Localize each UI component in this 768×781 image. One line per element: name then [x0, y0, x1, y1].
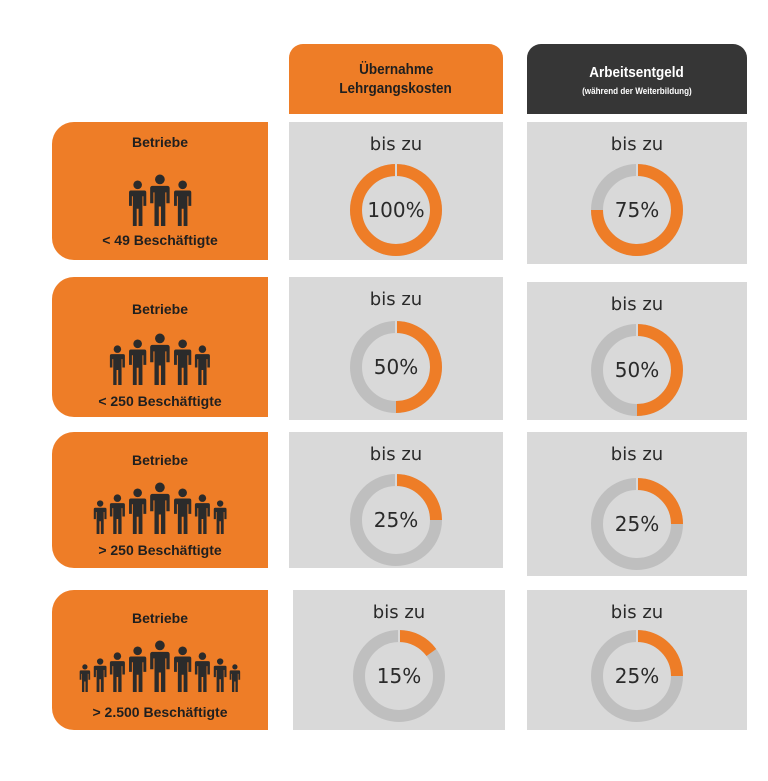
row-label-4: Betriebe > 2.500 Beschäftigte — [52, 590, 268, 730]
donut-chart: 25% — [589, 628, 685, 724]
header-arbeitsentgeld-subtitle: (während der Weiterbildung) — [582, 85, 692, 96]
person-icon — [128, 339, 147, 385]
person-icon — [128, 180, 147, 226]
person-icon — [150, 482, 170, 534]
people-icon-group — [52, 329, 268, 385]
donut-chart: 50% — [348, 319, 444, 415]
person-icon — [173, 488, 192, 534]
cell-prefix: bis zu — [369, 444, 423, 465]
donut-percent-label: 25% — [614, 664, 660, 688]
person-icon — [195, 345, 211, 385]
donut-value-arc — [636, 478, 683, 525]
donut-value-arc — [395, 474, 442, 521]
row-label-size: < 49 Beschäftigte — [102, 232, 218, 248]
cell-prefix: bis zu — [369, 289, 423, 310]
cell-wage-row2: bis zu 50% — [527, 282, 747, 420]
header-lehrgangskosten-line1: Übernahme — [358, 61, 434, 78]
person-icon — [150, 333, 170, 385]
person-icon — [173, 180, 192, 226]
donut-chart: 25% — [348, 472, 444, 568]
header-lehrgangskosten-line2: Lehrgangskosten — [339, 80, 453, 97]
row-label-betriebe: Betriebe — [131, 452, 189, 468]
cell-prefix: bis zu — [610, 134, 664, 155]
person-icon — [173, 339, 192, 385]
cell-cost-row2: bis zu 50% — [289, 277, 503, 420]
row-label-2: Betriebe < 250 Beschäftigte — [52, 277, 268, 417]
donut-value-arc — [636, 324, 683, 416]
row-label-size: < 250 Beschäftigte — [98, 393, 222, 409]
person-icon — [109, 494, 125, 534]
donut-svg — [353, 630, 445, 722]
cell-prefix: bis zu — [372, 602, 426, 623]
person-icon — [213, 500, 227, 534]
donut-percent-label: 15% — [376, 664, 422, 688]
donut-percent-label: 100% — [367, 198, 425, 222]
person-icon — [173, 646, 192, 692]
person-icon — [229, 664, 241, 692]
person-icon — [213, 658, 227, 692]
person-icon — [128, 646, 147, 692]
donut-svg — [350, 164, 442, 256]
donut-value-arc — [591, 164, 683, 256]
row-label-betriebe: Betriebe — [131, 610, 189, 626]
row-label-3: Betriebe > 250 Beschäftigte — [52, 432, 268, 568]
person-icon — [195, 652, 211, 692]
person-icon — [93, 658, 107, 692]
people-icon-group — [52, 478, 268, 534]
header-lehrgangskosten: Übernahme Lehrgangskosten — [289, 44, 503, 114]
header-arbeitsentgeld-title: Arbeitsentgeld — [589, 63, 685, 81]
row-label-1: Betriebe < 49 Beschäftigte — [52, 122, 268, 260]
cell-cost-row3: bis zu 25% — [289, 432, 503, 568]
donut-svg — [350, 474, 442, 566]
donut-percent-label: 50% — [614, 358, 660, 382]
person-icon — [109, 652, 125, 692]
donut-svg — [350, 321, 442, 413]
donut-svg — [591, 324, 683, 416]
cell-prefix: bis zu — [610, 602, 664, 623]
donut-chart: 100% — [348, 162, 444, 258]
donut-svg — [591, 630, 683, 722]
row-label-size: > 250 Beschäftigte — [98, 542, 222, 558]
donut-chart: 75% — [589, 162, 685, 258]
donut-chart: 15% — [351, 628, 447, 724]
donut-value-arc — [395, 321, 442, 413]
person-icon — [150, 640, 170, 692]
person-icon — [128, 488, 147, 534]
donut-percent-label: 25% — [614, 512, 660, 536]
row-label-betriebe: Betriebe — [131, 134, 189, 150]
cell-cost-row1: bis zu 100% — [289, 122, 503, 260]
cell-prefix: bis zu — [369, 134, 423, 155]
person-icon — [150, 174, 170, 226]
cell-wage-row1: bis zu 75% — [527, 122, 747, 264]
person-icon — [79, 664, 91, 692]
donut-chart: 50% — [589, 322, 685, 418]
person-icon — [93, 500, 107, 534]
cell-prefix: bis zu — [610, 444, 664, 465]
header-arbeitsentgeld: Arbeitsentgeld (während der Weiterbildun… — [527, 44, 747, 114]
donut-percent-label: 75% — [614, 198, 660, 222]
row-label-betriebe: Betriebe — [131, 301, 189, 317]
row-label-size: > 2.500 Beschäftigte — [92, 704, 228, 720]
people-icon-group — [52, 170, 268, 226]
donut-value-arc — [636, 630, 683, 677]
donut-svg — [591, 164, 683, 256]
donut-percent-label: 25% — [373, 508, 419, 532]
donut-chart: 25% — [589, 476, 685, 572]
donut-value-arc — [398, 630, 437, 657]
cell-wage-row4: bis zu 25% — [527, 590, 747, 730]
people-icon-group — [52, 636, 268, 692]
person-icon — [195, 494, 211, 534]
person-icon — [109, 345, 125, 385]
donut-svg — [591, 478, 683, 570]
cell-wage-row3: bis zu 25% — [527, 432, 747, 576]
donut-percent-label: 50% — [373, 355, 419, 379]
cell-prefix: bis zu — [610, 294, 664, 315]
cell-cost-row4: bis zu 15% — [293, 590, 505, 730]
